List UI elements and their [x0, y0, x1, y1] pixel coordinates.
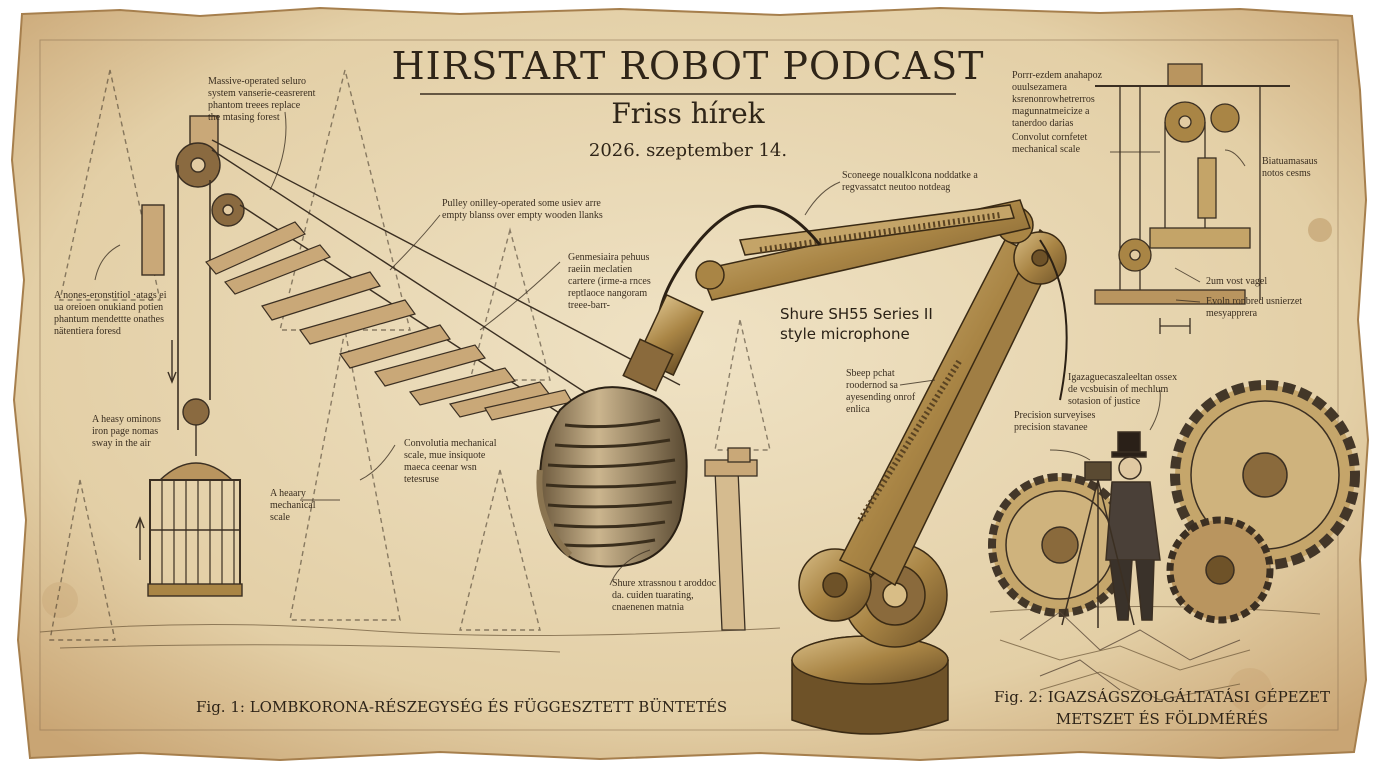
mini-post — [704, 447, 758, 631]
figure-2-caption: Fig. 2: IGAZSÁGSZOLGÁLTATÁSI GÉPEZET MET… — [992, 686, 1332, 730]
microphone-label-line1: Shure SH55 Series II — [780, 305, 933, 323]
gears-surveyor — [988, 380, 1360, 628]
microphone-label-line2: style microphone — [780, 325, 910, 343]
left-pulley-scene — [49, 69, 771, 641]
pulley-schematic — [1094, 63, 1290, 334]
figure-2-caption-line2: METSZET ÉS FÖLDMÉRÉS — [1055, 710, 1269, 728]
page-title: HIRSTART ROBOT PODCAST — [391, 44, 985, 88]
microphone-label: Shure SH55 Series II style microphone — [780, 304, 933, 344]
boom-arm — [622, 199, 1068, 735]
publication-date: 2026. szeptember 14. — [588, 140, 788, 161]
figure-2-caption-line1: Fig. 2: IGAZSÁGSZOLGÁLTATÁSI GÉPEZET — [993, 688, 1330, 706]
figure-1-caption: Fig. 1: LOMBKORONA-RÉSZEGYSÉG ÉS FÜGGESZ… — [196, 698, 728, 716]
microphone-head — [536, 386, 688, 568]
page-subtitle: Friss hírek — [611, 97, 765, 130]
annotation-zum: 2um vost vagel — [1206, 276, 1268, 287]
